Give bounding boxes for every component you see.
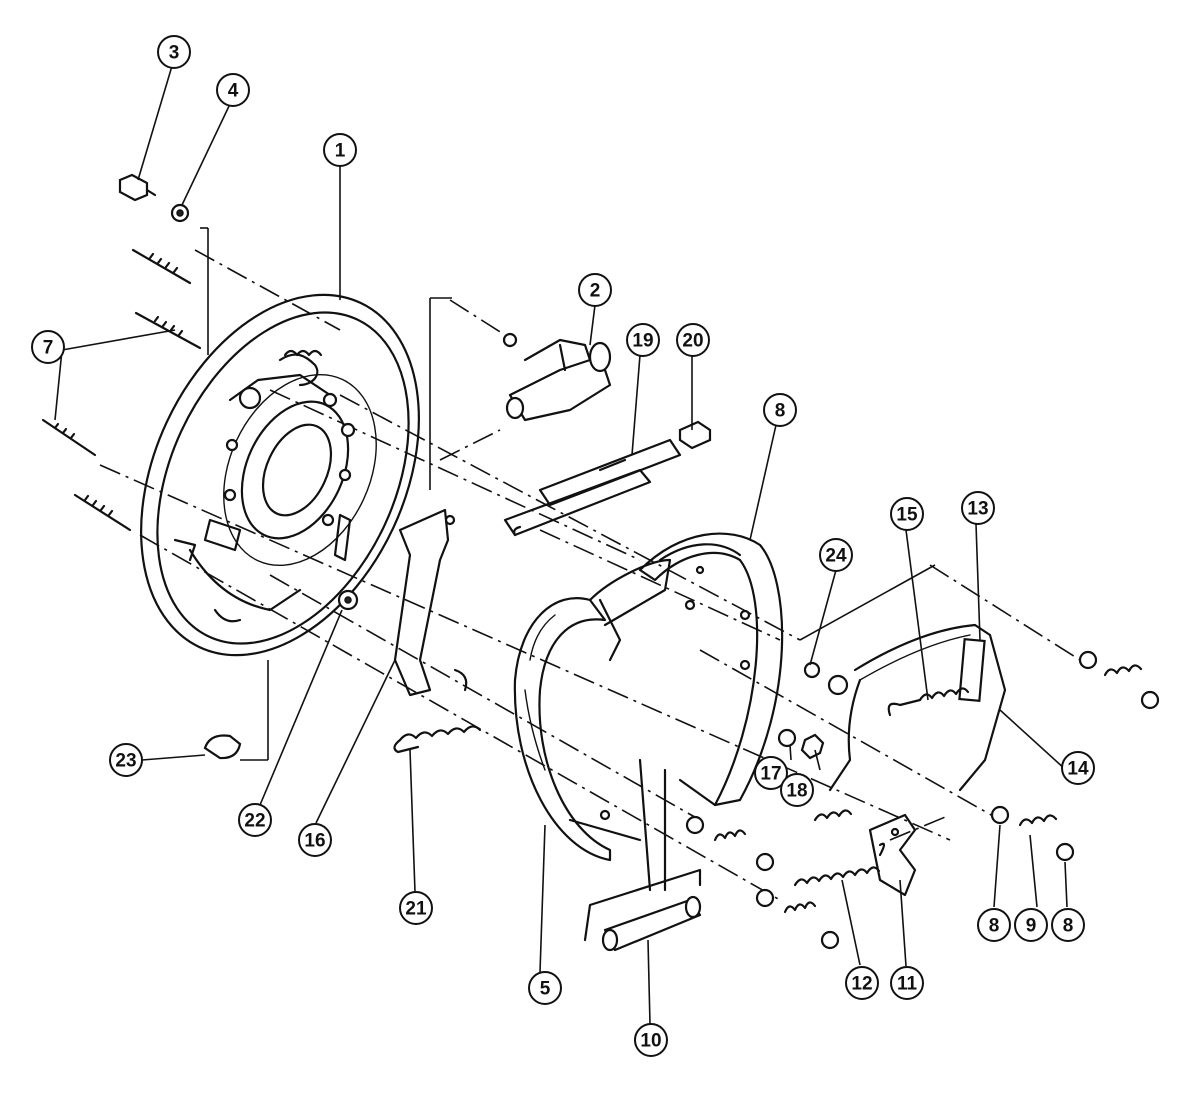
strut-clip bbox=[678, 420, 712, 450]
return-spring-left bbox=[393, 668, 482, 754]
adjuster-strut bbox=[503, 438, 682, 537]
svg-text:4: 4 bbox=[228, 81, 239, 102]
svg-text:22: 22 bbox=[244, 811, 265, 832]
callout-1: 1 bbox=[323, 133, 357, 167]
callout-15: 15 bbox=[890, 497, 924, 531]
adjuster-screw bbox=[583, 758, 702, 952]
callout-24: 24 bbox=[819, 538, 853, 572]
svg-text:1: 1 bbox=[335, 141, 346, 162]
adjuster-spring bbox=[793, 842, 886, 887]
callout-22: 22 bbox=[238, 803, 272, 837]
callout-20: 20 bbox=[676, 323, 710, 357]
svg-text:14: 14 bbox=[1067, 759, 1089, 780]
callout-2: 2 bbox=[578, 273, 612, 307]
leading-brake-shoe bbox=[513, 558, 672, 862]
hold-down-spring-group-upper bbox=[685, 815, 775, 872]
svg-text:17: 17 bbox=[760, 764, 781, 785]
callout-8-shoe: 8 bbox=[763, 393, 797, 427]
callout-8-left: 8 bbox=[977, 908, 1011, 942]
svg-text:7: 7 bbox=[43, 338, 54, 359]
svg-text:10: 10 bbox=[640, 1031, 661, 1052]
hold-down-spring-group-right-top bbox=[1078, 650, 1160, 710]
callout-8-right: 8 bbox=[1051, 908, 1085, 942]
callout-12: 12 bbox=[845, 966, 879, 1000]
svg-text:15: 15 bbox=[896, 505, 918, 526]
svg-text:23: 23 bbox=[115, 751, 136, 772]
svg-text:3: 3 bbox=[169, 43, 180, 64]
callout-9: 9 bbox=[1014, 908, 1048, 942]
callout-13: 13 bbox=[961, 491, 995, 525]
callout-19: 19 bbox=[626, 323, 660, 357]
svg-text:11: 11 bbox=[897, 974, 918, 995]
svg-text:21: 21 bbox=[405, 899, 427, 920]
callout-17: 17 bbox=[754, 756, 788, 790]
backing-plate bbox=[140, 293, 420, 657]
callout-14: 14 bbox=[1061, 751, 1095, 785]
callout-leaders bbox=[54, 65, 1068, 1025]
svg-text:12: 12 bbox=[851, 974, 872, 995]
svg-text:9: 9 bbox=[1026, 916, 1037, 937]
wheel-cylinder bbox=[502, 332, 612, 422]
parking-brake-cable-assembly bbox=[828, 623, 1007, 792]
callout-3: 3 bbox=[157, 35, 191, 69]
adjuster-lever bbox=[868, 813, 917, 897]
svg-text:8: 8 bbox=[1063, 916, 1074, 937]
callout-21: 21 bbox=[399, 891, 433, 925]
bleeder-bolt bbox=[118, 173, 157, 202]
svg-text:13: 13 bbox=[967, 499, 988, 520]
svg-text:16: 16 bbox=[304, 831, 325, 852]
hold-down-spring-group-right-bottom bbox=[990, 805, 1075, 862]
callout-23: 23 bbox=[109, 743, 143, 777]
svg-text:18: 18 bbox=[786, 781, 807, 802]
callout-7: 7 bbox=[31, 330, 65, 364]
callout-16: 16 bbox=[298, 823, 332, 857]
upper-return-spring bbox=[813, 687, 970, 822]
access-plug bbox=[203, 734, 242, 760]
svg-text:5: 5 bbox=[540, 979, 551, 1000]
lock-washer bbox=[170, 203, 190, 223]
callout-5: 5 bbox=[528, 971, 562, 1005]
callout-18: 18 bbox=[780, 773, 814, 807]
svg-text:2: 2 bbox=[590, 281, 601, 302]
callout-10: 10 bbox=[634, 1023, 668, 1057]
callout-11: 11 bbox=[890, 966, 924, 1000]
svg-text:8: 8 bbox=[775, 401, 786, 422]
svg-text:20: 20 bbox=[682, 331, 703, 352]
hold-down-spring-group-center bbox=[777, 661, 849, 760]
callout-4: 4 bbox=[216, 73, 250, 107]
trailing-brake-shoe bbox=[638, 532, 784, 807]
pivot-pin bbox=[337, 589, 359, 611]
mounting-bolts bbox=[41, 248, 202, 532]
parking-brake-lever bbox=[393, 508, 456, 697]
center-lines bbox=[99, 227, 1081, 901]
svg-text:19: 19 bbox=[632, 331, 653, 352]
svg-text:8: 8 bbox=[989, 916, 1000, 937]
hold-down-spring-group-lower bbox=[755, 888, 840, 950]
svg-text:24: 24 bbox=[825, 546, 847, 567]
